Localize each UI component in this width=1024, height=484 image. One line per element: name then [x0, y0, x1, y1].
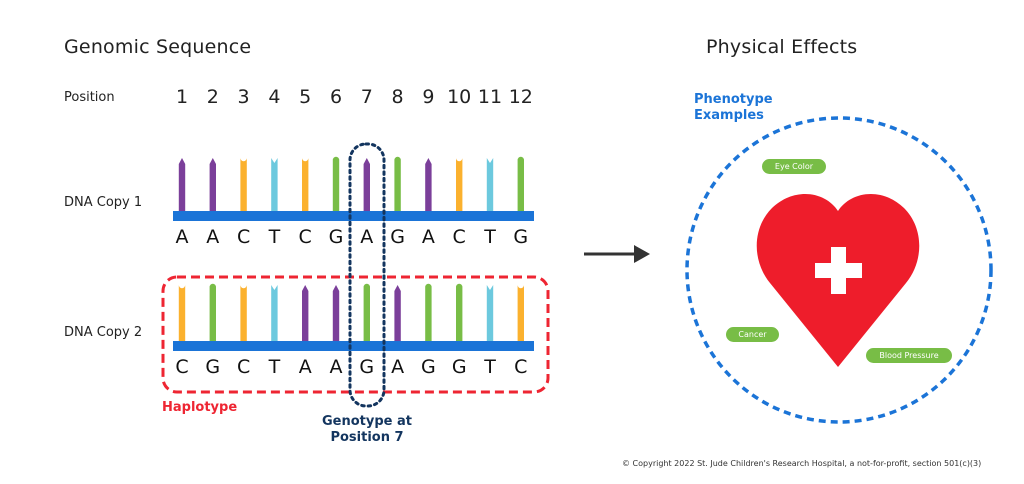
nucleotide-stem-A — [302, 285, 309, 342]
position-number: 5 — [299, 86, 312, 108]
nucleotide-stem-G — [517, 156, 524, 212]
nucleotide-stem-A — [394, 285, 401, 342]
base-letter: T — [268, 356, 281, 378]
genotype-label: Genotype at Position 7 — [320, 414, 414, 446]
position-number: 1 — [175, 86, 189, 108]
genotype-box — [348, 142, 386, 408]
base-letter: G — [421, 356, 436, 378]
phenotype-examples-label: Phenotype Examples — [694, 92, 773, 124]
nucleotide-stem-T — [486, 158, 494, 212]
phenotype-pill-blood-pressure: Blood Pressure — [866, 348, 952, 363]
phenotype-pill-cancer: Cancer — [726, 327, 779, 342]
nucleotide-stem-C — [302, 158, 309, 212]
position-number: 7 — [360, 86, 373, 108]
nucleotide-stem-A — [178, 158, 186, 212]
dna-copy-1-label: DNA Copy 1 — [64, 195, 143, 210]
haplotype-label: Haplotype — [162, 400, 238, 415]
nucleotide-stem-C — [456, 158, 463, 212]
arrow-right-icon — [584, 245, 650, 263]
base-letter: G — [359, 356, 375, 378]
nucleotide-stem-A — [209, 158, 216, 212]
position-number: 9 — [422, 86, 435, 108]
nucleotide-stem-C — [240, 158, 247, 212]
nucleotide-stem-G — [394, 156, 401, 212]
base-letter: C — [514, 356, 528, 378]
phenotype-label-line2: Examples — [694, 108, 764, 123]
position-number: 4 — [268, 86, 281, 108]
physical-effects-title: Physical Effects — [706, 36, 858, 58]
base-letter: C — [298, 226, 312, 248]
base-letter: G — [451, 356, 467, 378]
base-letter: G — [390, 226, 405, 248]
genomic-sequence-title: Genomic Sequence — [64, 36, 252, 58]
dna-copy-1-backbone — [173, 211, 534, 221]
nucleotide-stem-C — [517, 285, 524, 342]
base-letter: A — [360, 226, 374, 248]
genotype-label-line2: Position 7 — [330, 430, 404, 445]
position-number: 2 — [206, 86, 219, 108]
phenotype-circle — [685, 116, 993, 424]
base-letter: C — [452, 226, 466, 248]
nucleotide-stem-G — [363, 283, 370, 342]
base-letter: C — [236, 226, 251, 248]
base-letter: T — [268, 226, 281, 248]
nucleotide-stem-C — [240, 285, 247, 342]
nucleotide-stem-A — [363, 158, 370, 212]
position-number: 6 — [329, 86, 343, 108]
copyright-footer: © Copyright 2022 St. Jude Children's Res… — [622, 459, 982, 468]
position-label: Position — [64, 90, 115, 105]
nucleotide-stem-G — [332, 156, 340, 212]
nucleotide-stem-T — [486, 285, 494, 342]
base-letter: G — [513, 226, 529, 248]
base-letter: G — [328, 226, 344, 248]
nucleotide-stem-T — [271, 158, 278, 212]
haplotype-box — [161, 275, 550, 394]
nucleotide-stem-A — [332, 285, 340, 342]
nucleotide-stem-T — [271, 285, 278, 342]
base-letter: C — [175, 356, 189, 378]
dna-copy-1-strand — [173, 156, 534, 221]
dna-copy-2-backbone — [173, 341, 534, 351]
position-number: 12 — [508, 86, 533, 108]
base-letter: A — [298, 356, 312, 378]
position-number: 3 — [237, 86, 250, 108]
base-letter: T — [484, 356, 496, 378]
base-letter: A — [329, 356, 343, 378]
medical-cross-icon — [815, 247, 862, 294]
position-number: 10 — [447, 86, 472, 108]
nucleotide-stem-G — [425, 283, 432, 342]
nucleotide-stem-G — [209, 283, 216, 342]
dna-copy-2-strand — [173, 283, 534, 351]
base-letter: A — [421, 226, 435, 248]
genotype-label-line1: Genotype at — [322, 414, 412, 429]
nucleotide-stem-G — [456, 283, 463, 342]
phenotype-pill-eye-color: Eye Color — [762, 159, 826, 174]
base-letter: G — [205, 356, 221, 378]
base-letter: A — [206, 226, 220, 248]
nucleotide-stem-A — [425, 158, 432, 212]
position-number: 11 — [477, 86, 503, 108]
base-letter: A — [175, 226, 189, 248]
position-number: 8 — [391, 86, 404, 108]
base-letter: A — [391, 356, 405, 378]
dna-copy-2-label: DNA Copy 2 — [64, 325, 143, 340]
nucleotide-stem-C — [178, 285, 186, 342]
base-letter: T — [484, 226, 496, 248]
base-letter: C — [236, 356, 251, 378]
phenotype-label-line1: Phenotype — [694, 92, 773, 107]
